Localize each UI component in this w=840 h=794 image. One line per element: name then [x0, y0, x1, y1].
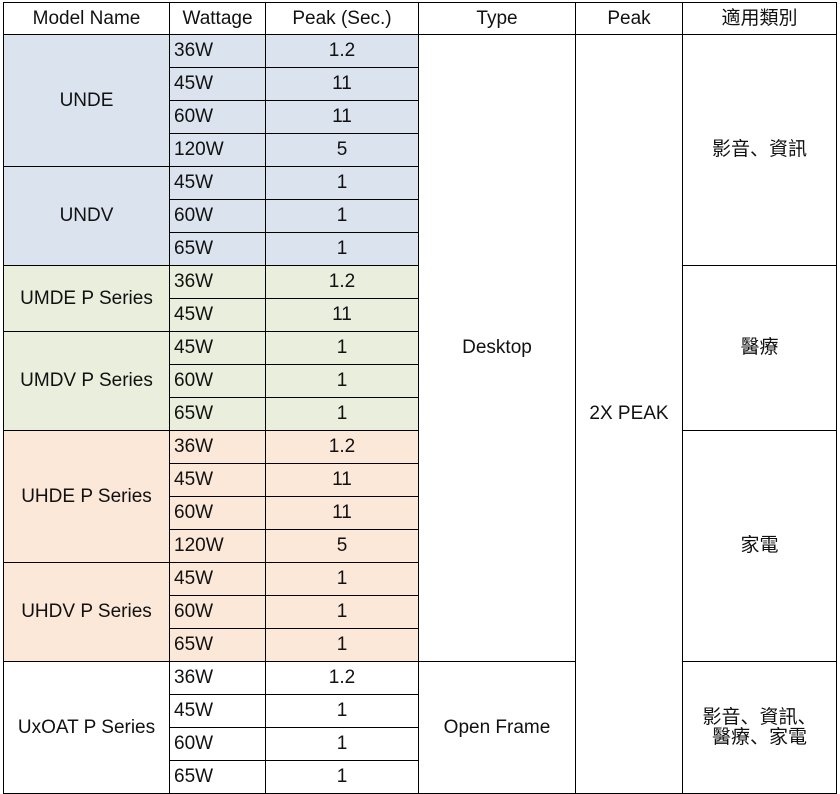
peak-sec-cell: 11 [265, 100, 419, 134]
wattage-cell: 60W [169, 727, 266, 761]
wattage-cell: 36W [169, 34, 266, 68]
peak-sec-cell: 1.2 [265, 661, 419, 695]
table-header: Model Name Wattage Peak (Sec.) Type Peak… [3, 2, 837, 35]
peak-sec-cell: 1 [265, 166, 419, 200]
peak-sec-cell: 1 [265, 727, 419, 761]
wattage-cell: 45W [169, 67, 266, 101]
model-name-cell: UHDV P Series [3, 562, 170, 662]
peak-sec-cell: 1 [265, 199, 419, 233]
category-all-line-2: 醫療、家電 [711, 726, 807, 748]
wattage-cell: 36W [169, 661, 266, 695]
peak-sec-cell: 1.2 [265, 34, 419, 68]
product-spec-table: Model Name Wattage Peak (Sec.) Type Peak… [3, 2, 837, 794]
wattage-cell: 45W [169, 562, 266, 596]
peak-sec-cell: 11 [265, 463, 419, 497]
spreadsheet-canvas: Model Name Wattage Peak (Sec.) Type Peak… [3, 2, 837, 794]
category-all-line-1: 影音、資訊、 [702, 706, 817, 728]
header-peak: Peak [575, 2, 683, 35]
wattage-cell: 36W [169, 430, 266, 464]
peak-sec-cell: 1 [265, 595, 419, 629]
wattage-cell: 45W [169, 166, 266, 200]
wattage-cell: 65W [169, 760, 266, 794]
header-wattage: Wattage [169, 2, 266, 35]
header-category: 適用類別 [682, 2, 837, 35]
peak-sec-cell: 11 [265, 496, 419, 530]
category-cell-medical: 醫療 [682, 265, 837, 431]
model-name-cell: UMDE P Series [3, 265, 170, 332]
header-row: Model Name Wattage Peak (Sec.) Type Peak… [3, 2, 837, 35]
model-name-cell: UNDV [3, 166, 170, 266]
peak-sec-cell: 11 [265, 298, 419, 332]
wattage-cell: 120W [169, 529, 266, 563]
category-cell-all: 影音、資訊、醫療、家電 [682, 661, 837, 794]
peak-sec-cell: 5 [265, 133, 419, 167]
header-type: Type [418, 2, 576, 35]
category-cell-av-info: 影音、資訊 [682, 34, 837, 266]
peak-sec-cell: 11 [265, 67, 419, 101]
peak-sec-cell: 1 [265, 628, 419, 662]
peak-sec-cell: 1.2 [265, 265, 419, 299]
wattage-cell: 60W [169, 496, 266, 530]
type-cell-open-frame: Open Frame [418, 661, 576, 794]
peak-multiplier-cell: 2X PEAK [575, 34, 683, 794]
peak-sec-cell: 1 [265, 397, 419, 431]
wattage-cell: 120W [169, 133, 266, 167]
wattage-cell: 45W [169, 694, 266, 728]
wattage-cell: 45W [169, 331, 266, 365]
wattage-cell: 65W [169, 628, 266, 662]
peak-sec-cell: 1 [265, 760, 419, 794]
wattage-cell: 60W [169, 199, 266, 233]
wattage-cell: 36W [169, 265, 266, 299]
peak-sec-cell: 1 [265, 694, 419, 728]
model-name-cell: UMDV P Series [3, 331, 170, 431]
wattage-cell: 60W [169, 100, 266, 134]
wattage-cell: 45W [169, 298, 266, 332]
wattage-cell: 60W [169, 595, 266, 629]
model-name-cell: UxOAT P Series [3, 661, 170, 794]
header-peak-sec: Peak (Sec.) [265, 2, 419, 35]
wattage-cell: 65W [169, 232, 266, 266]
wattage-cell: 45W [169, 463, 266, 497]
header-model-name: Model Name [3, 2, 170, 35]
peak-sec-cell: 1 [265, 331, 419, 365]
category-cell-home-appliance: 家電 [682, 430, 837, 662]
peak-sec-cell: 1.2 [265, 430, 419, 464]
peak-sec-cell: 1 [265, 364, 419, 398]
wattage-cell: 65W [169, 397, 266, 431]
model-name-cell: UHDE P Series [3, 430, 170, 563]
type-cell-desktop: Desktop [418, 34, 576, 662]
peak-sec-cell: 1 [265, 562, 419, 596]
wattage-cell: 60W [169, 364, 266, 398]
model-name-cell: UNDE [3, 34, 170, 167]
peak-sec-cell: 1 [265, 232, 419, 266]
peak-sec-cell: 5 [265, 529, 419, 563]
